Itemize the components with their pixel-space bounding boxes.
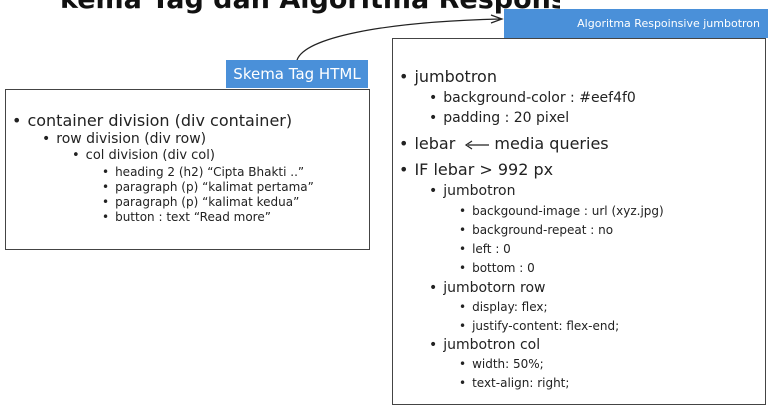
list-item: •jumbotron xyxy=(429,183,516,199)
list-item: •paragraph (p) “kalimat pertama” xyxy=(102,180,314,194)
bullet-icon: • xyxy=(102,165,110,179)
bullet-icon: • xyxy=(459,357,467,371)
bullet-icon: • xyxy=(459,242,467,256)
bullet-icon: • xyxy=(459,261,467,275)
bullet-icon: • xyxy=(399,160,409,179)
bullet-icon: • xyxy=(399,134,409,153)
arrow-left-icon xyxy=(465,140,490,149)
list-item: •jumbotorn row xyxy=(429,280,546,296)
list-item: •bottom : 0 xyxy=(459,261,535,275)
list-item: •text-align: right; xyxy=(459,376,570,390)
list-item: •jumbotron xyxy=(399,67,497,86)
bullet-icon: • xyxy=(399,67,409,86)
list-item: •background-repeat : no xyxy=(459,223,614,237)
list-item: •button : text “Read more” xyxy=(102,210,271,224)
html-schema-box: •container division (div container) •row… xyxy=(5,89,370,250)
bullet-icon: • xyxy=(102,210,110,224)
bullet-icon: • xyxy=(102,195,110,209)
bullet-icon: • xyxy=(12,111,22,130)
list-item: •backgound-image : url (xyz.jpg) xyxy=(459,204,664,218)
list-item: •jumbotron col xyxy=(429,337,541,353)
list-item: •heading 2 (h2) “Cipta Bhakti ..” xyxy=(102,165,305,179)
slide-title-text: kema Tag dan Algoritma Responsive Jumbot… xyxy=(60,0,560,15)
bullet-icon: • xyxy=(429,337,438,353)
bullet-icon: • xyxy=(429,90,438,106)
list-item: •container division (div container) xyxy=(12,111,293,130)
bullet-icon: • xyxy=(429,280,438,296)
list-item: •lebar media queries xyxy=(399,134,609,153)
bullet-icon: • xyxy=(102,180,110,194)
bullet-icon: • xyxy=(459,223,467,237)
list-item: •paragraph (p) “kalimat kedua” xyxy=(102,195,300,209)
list-item: •row division (div row) xyxy=(42,131,207,147)
bullet-icon: • xyxy=(459,204,467,218)
list-item: •IF lebar > 992 px xyxy=(399,160,554,179)
bullet-icon: • xyxy=(42,131,51,147)
bullet-icon: • xyxy=(429,183,438,199)
bullet-icon: • xyxy=(459,319,467,333)
bullet-icon: • xyxy=(72,148,80,163)
bullet-icon: • xyxy=(459,376,467,390)
responsive-algorithm-tag: Algoritma Respoinsive jumbotron xyxy=(504,9,768,38)
list-item: •col division (div col) xyxy=(72,148,215,163)
list-item: •display: flex; xyxy=(459,300,548,314)
html-schema-tag: Skema Tag HTML xyxy=(226,60,368,88)
list-item: •background-color : #eef4f0 xyxy=(429,90,636,106)
bullet-icon: • xyxy=(429,110,438,126)
bullet-icon: • xyxy=(459,300,467,314)
slide-title-fragment: kema Tag dan Algoritma Responsive Jumbot… xyxy=(0,0,560,18)
list-item: •width: 50%; xyxy=(459,357,544,371)
list-item: •padding : 20 pixel xyxy=(429,110,570,126)
list-item: •left : 0 xyxy=(459,242,511,256)
responsive-algorithm-box: •jumbotron •background-color : #eef4f0 •… xyxy=(392,38,766,405)
list-item: •justify-content: flex-end; xyxy=(459,319,620,333)
